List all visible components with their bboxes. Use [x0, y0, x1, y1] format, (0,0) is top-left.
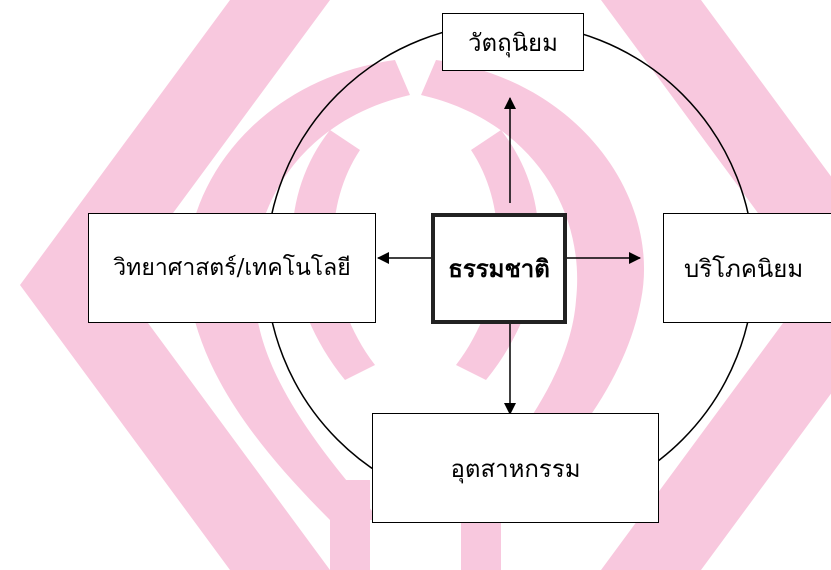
node-right-box: บริโภคนิยม [663, 213, 831, 323]
node-top-label: วัตถุนิยม [468, 28, 558, 57]
node-left-label: วิทยาศาสตร์/เทคโนโลยี [113, 255, 351, 281]
node-right-label: บริโภคนิยม [684, 254, 804, 283]
node-left-box: วิทยาศาสตร์/เทคโนโลยี [88, 213, 376, 323]
node-bottom-label: อุตสาหกรรม [450, 454, 581, 483]
node-top-box: วัตถุนิยม [442, 13, 584, 71]
node-bottom-box: อุตสาหกรรม [372, 413, 659, 523]
node-center-box: ธรรมชาติ [431, 213, 567, 324]
node-center-label: ธรรมชาติ [448, 254, 550, 283]
